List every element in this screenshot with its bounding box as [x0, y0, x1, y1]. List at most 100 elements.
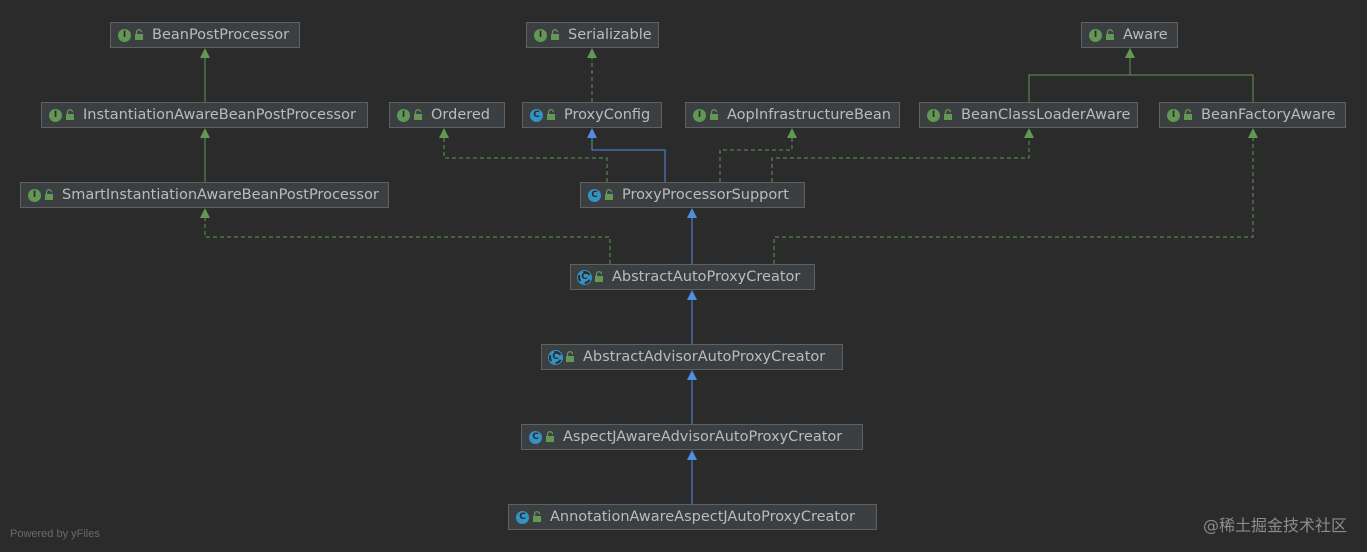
- edge-arrowhead: [439, 128, 449, 138]
- interface-icon: I: [1089, 28, 1102, 42]
- node-ajaapc[interactable]: C AspectJAwareAdvisorAutoProxyCreator: [521, 424, 863, 450]
- edge-arrowhead: [687, 208, 697, 218]
- interface-icon: I: [28, 188, 41, 202]
- edge-arrowhead: [200, 48, 210, 58]
- edge-pps-to-pc: [587, 128, 666, 182]
- interface-icon: I: [534, 28, 547, 42]
- public-lock-icon: [562, 351, 583, 363]
- node-label: Aware: [1123, 27, 1168, 43]
- edge-iabpp-to-bpp: [200, 48, 210, 102]
- edge-aaajapc-to-ajaapc: [687, 450, 697, 504]
- edge-line: [1028, 57, 1131, 102]
- public-lock-icon: [41, 189, 62, 201]
- edge-pc-to-ser: [587, 48, 597, 102]
- node-label: AnnotationAwareAspectJAutoProxyCreator: [550, 509, 855, 525]
- edge-line: [771, 137, 1030, 182]
- public-lock-icon: [62, 109, 83, 121]
- node-ord[interactable]: I Ordered: [389, 102, 505, 128]
- public-lock-icon: [1180, 109, 1201, 121]
- edge-aapc-to-pps: [687, 208, 697, 264]
- edge-pps-to-bcla: [771, 128, 1034, 182]
- node-label: AbstractAutoProxyCreator: [612, 269, 801, 285]
- edge-ajaapc-to-aaapc: [687, 370, 697, 424]
- node-label: ProxyProcessorSupport: [622, 187, 789, 203]
- edge-arrowhead: [787, 128, 797, 138]
- node-bcla[interactable]: I BeanClassLoaderAware: [919, 102, 1138, 128]
- node-label: Ordered: [431, 107, 491, 123]
- node-label: AopInfrastructureBean: [727, 107, 891, 123]
- public-lock-icon: [591, 271, 612, 283]
- node-label: ProxyConfig: [564, 107, 651, 123]
- node-iabpp[interactable]: I InstantiationAwareBeanPostProcessor: [41, 102, 368, 128]
- edge-arrowhead: [1125, 48, 1135, 58]
- public-lock-icon: [410, 109, 431, 121]
- interface-icon: I: [118, 28, 131, 42]
- node-bpp[interactable]: I BeanPostProcessor: [110, 22, 300, 48]
- node-aib[interactable]: I AopInfrastructureBean: [685, 102, 900, 128]
- edge-arrowhead: [587, 48, 597, 58]
- class-icon: C: [516, 510, 529, 524]
- node-label: AspectJAwareAdvisorAutoProxyCreator: [563, 429, 843, 445]
- watermark-label: @稀土掘金技术社区: [1202, 516, 1347, 535]
- node-pps[interactable]: C ProxyProcessorSupport: [580, 182, 805, 208]
- edge-arrowhead: [687, 370, 697, 380]
- edge-line: [719, 137, 793, 182]
- public-lock-icon: [940, 109, 961, 121]
- node-pc[interactable]: C ProxyConfig: [522, 102, 662, 128]
- edge-bfa-to-aware: [1125, 48, 1254, 102]
- edge-siabpp-to-iabpp: [200, 128, 210, 182]
- edge-arrowhead: [200, 208, 210, 218]
- public-lock-icon: [1102, 29, 1123, 41]
- public-lock-icon: [542, 431, 563, 443]
- edge-line: [443, 137, 608, 182]
- node-label: AbstractAdvisorAutoProxyCreator: [583, 349, 826, 365]
- edge-arrowhead: [200, 128, 210, 138]
- node-label: BeanFactoryAware: [1201, 107, 1336, 123]
- interface-icon: I: [693, 108, 706, 122]
- abstract-class-icon: C: [577, 269, 592, 285]
- node-label: SmartInstantiationAwareBeanPostProcessor: [62, 187, 379, 203]
- node-aaajapc[interactable]: C AnnotationAwareAspectJAutoProxyCreator: [508, 504, 877, 530]
- edge-arrowhead: [687, 450, 697, 460]
- edge-pps-to-ord: [439, 128, 608, 182]
- edge-arrowhead: [1248, 128, 1258, 138]
- interface-icon: I: [49, 108, 62, 122]
- node-label: InstantiationAwareBeanPostProcessor: [83, 107, 356, 123]
- class-icon: C: [588, 188, 601, 202]
- class-icon: C: [530, 108, 543, 122]
- node-ser[interactable]: I Serializable: [526, 22, 659, 48]
- edge-aapc-to-siabpp: [200, 208, 611, 264]
- interface-icon: I: [927, 108, 940, 122]
- public-lock-icon: [529, 511, 550, 523]
- edge-arrowhead: [687, 290, 697, 300]
- public-lock-icon: [547, 29, 568, 41]
- node-aaapc[interactable]: C AbstractAdvisorAutoProxyCreator: [541, 344, 843, 370]
- node-bfa[interactable]: I BeanFactoryAware: [1159, 102, 1346, 128]
- edge-arrowhead: [587, 128, 597, 138]
- public-lock-icon: [543, 109, 564, 121]
- edge-bcla-to-aware: [1028, 48, 1135, 102]
- node-aapc[interactable]: C AbstractAutoProxyCreator: [570, 264, 815, 290]
- node-aware[interactable]: I Aware: [1081, 22, 1178, 48]
- edge-line: [204, 217, 611, 264]
- edge-line: [591, 137, 666, 182]
- public-lock-icon: [601, 189, 622, 201]
- edge-aapc-to-bfa: [773, 128, 1258, 264]
- public-lock-icon: [706, 109, 727, 121]
- edge-aaapc-to-aapc: [687, 290, 697, 344]
- edge-arrowhead: [1024, 128, 1034, 138]
- interface-icon: I: [397, 108, 410, 122]
- node-label: Serializable: [568, 27, 652, 43]
- node-label: BeanClassLoaderAware: [961, 107, 1131, 123]
- abstract-class-icon: C: [548, 349, 563, 365]
- class-icon: C: [529, 430, 542, 444]
- edge-pps-to-aib: [719, 128, 797, 182]
- powered-by-label: Powered by yFiles: [10, 528, 100, 540]
- public-lock-icon: [131, 29, 152, 41]
- interface-icon: I: [1167, 108, 1180, 122]
- node-siabpp[interactable]: I SmartInstantiationAwareBeanPostProcesso…: [20, 182, 389, 208]
- edge-line: [773, 137, 1254, 264]
- edge-line: [1129, 57, 1254, 102]
- node-label: BeanPostProcessor: [152, 27, 290, 43]
